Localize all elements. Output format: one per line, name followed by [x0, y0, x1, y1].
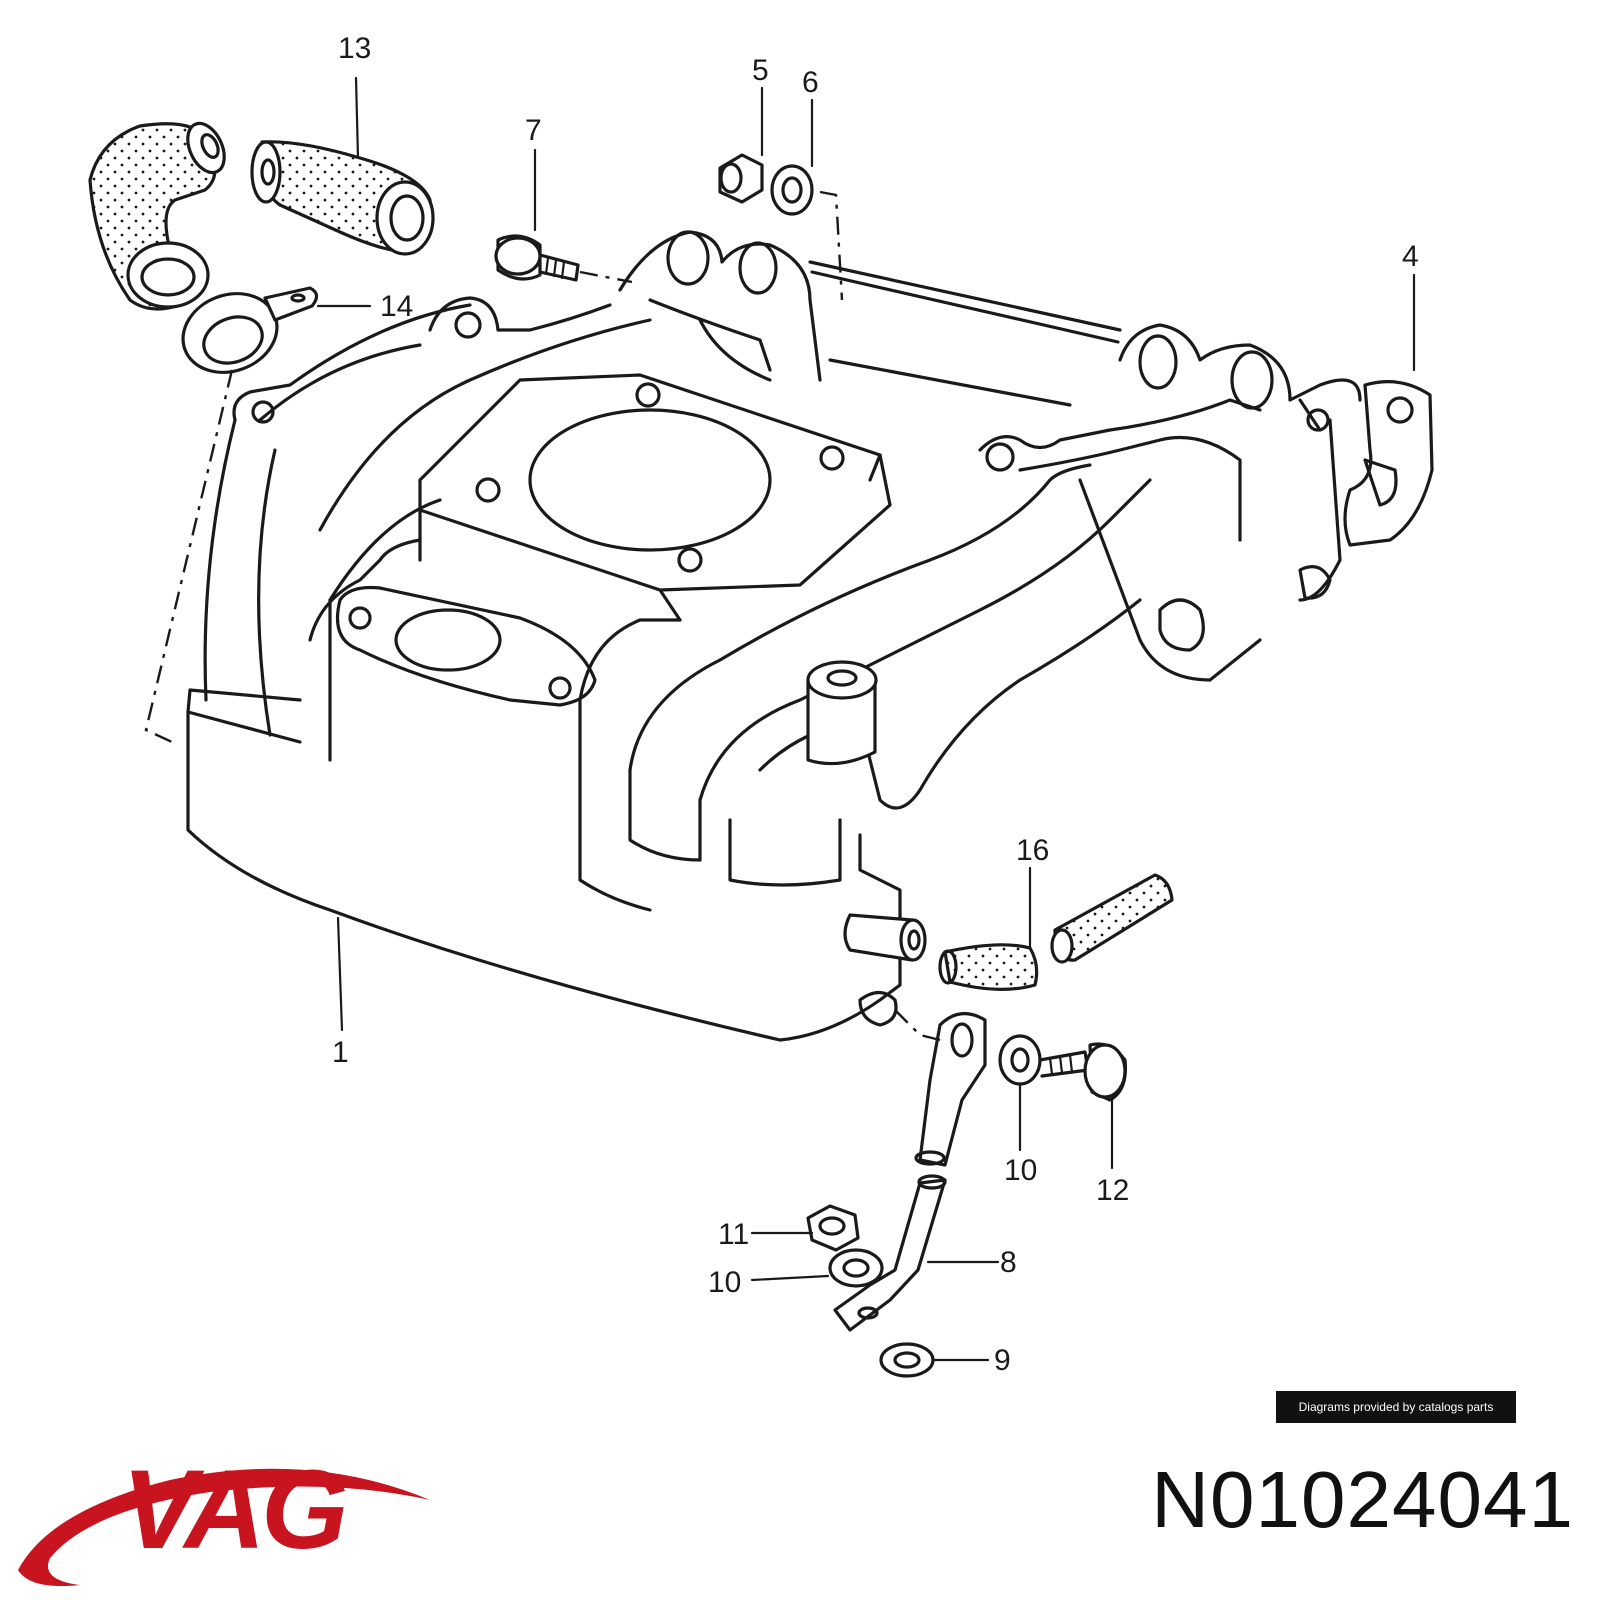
bolt-12	[1038, 1042, 1128, 1102]
strap-8	[833, 1012, 987, 1332]
part-number: N01024041	[1151, 1455, 1574, 1544]
nut-11	[806, 1204, 860, 1252]
hose-13-elbow	[88, 121, 226, 311]
washer-9	[879, 1342, 935, 1378]
callout-label: 10	[1004, 1154, 1037, 1187]
assembly-line	[894, 1009, 941, 1042]
callout-label: 4	[1402, 240, 1419, 273]
callout-label: 7	[525, 114, 542, 147]
logo-swoosh	[18, 1468, 430, 1586]
callout-label: 6	[802, 66, 819, 99]
bolt-7	[494, 234, 580, 282]
intake-manifold	[186, 230, 1434, 1042]
callout-label: 14	[380, 290, 413, 323]
assembly-line	[144, 369, 234, 744]
nut-5	[718, 153, 764, 204]
hose-13-straight	[250, 140, 435, 256]
callout-label: 12	[1096, 1174, 1129, 1207]
assembly-line	[819, 190, 844, 301]
callout-label: 8	[1000, 1246, 1017, 1279]
washer-10-lower	[828, 1248, 884, 1288]
leader-lines	[316, 76, 1416, 1362]
assembly-line	[579, 270, 633, 284]
vag-logo: VAG	[18, 1447, 430, 1586]
callout-label: 13	[338, 32, 371, 65]
callout-label: 5	[752, 54, 769, 87]
callout-label: 9	[994, 1344, 1011, 1377]
callout-label: 10	[708, 1266, 741, 1299]
callout-label: 16	[1016, 834, 1049, 867]
hose-16	[938, 873, 1174, 991]
diagram-credit-badge: Diagrams provided by catalogs parts	[1276, 1391, 1516, 1423]
washer-10-upper	[998, 1034, 1042, 1086]
pipe-stub	[843, 913, 927, 962]
clamp-14	[181, 286, 319, 374]
washer-6	[770, 164, 814, 216]
brand-name: VAG	[122, 1447, 345, 1572]
callout-label: 11	[718, 1218, 749, 1251]
callout-label: 1	[332, 1036, 349, 1069]
